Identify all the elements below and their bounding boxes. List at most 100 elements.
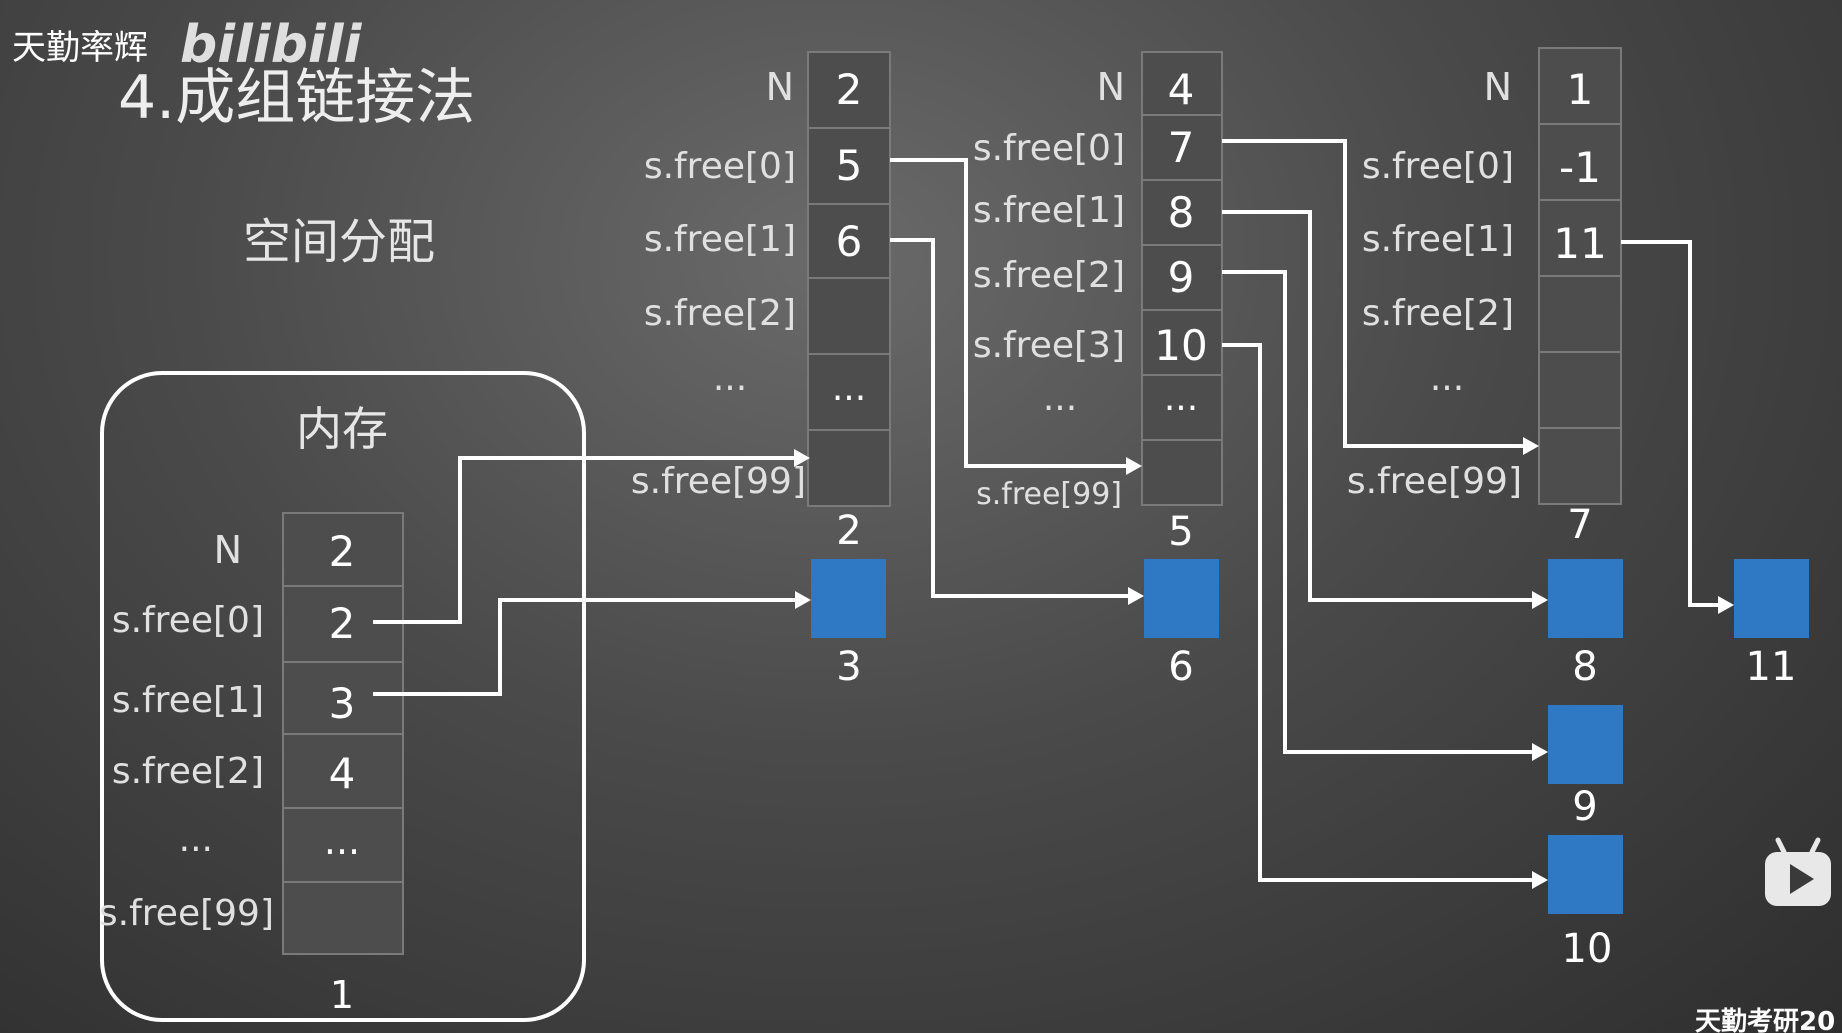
table-value: -1 — [1559, 143, 1601, 192]
channel-watermark: 天勤率辉 — [12, 28, 148, 68]
table-cell — [1141, 374, 1223, 441]
play-icon — [1790, 864, 1814, 894]
memory-cell — [282, 661, 404, 735]
table-block-number: 5 — [1168, 509, 1193, 555]
table-cell — [807, 127, 891, 205]
table-cell — [1141, 114, 1223, 181]
arrowhead — [1126, 457, 1142, 475]
table-cell — [1538, 427, 1622, 505]
table-value: 9 — [1168, 253, 1195, 302]
free-block-number: 11 — [1746, 644, 1797, 690]
free-block — [1548, 559, 1623, 638]
table-value: 10 — [1154, 321, 1207, 370]
table-cell — [807, 277, 891, 355]
arrow-memory-to-block-2 — [373, 456, 798, 624]
table-value: 2 — [836, 65, 863, 114]
memory-row-label: s.free[1] — [112, 680, 264, 721]
table-value: 6 — [836, 217, 863, 266]
table-value: 5 — [836, 141, 863, 190]
pointer-arrows — [373, 139, 1734, 889]
table-block-number: 2 — [836, 508, 861, 554]
table-row-label: s.free[3] — [973, 325, 1125, 366]
table-row-label: s.free[2] — [1362, 293, 1514, 334]
slide-subtitle: 空间分配 — [243, 214, 435, 270]
memory-row-label: ... — [179, 819, 213, 860]
table-cell — [807, 353, 891, 431]
table-cell — [1141, 244, 1223, 311]
table-row-label: ... — [713, 358, 747, 399]
arrow-block-5-to-block-8 — [1222, 210, 1536, 602]
table-row-label: s.free[0] — [973, 128, 1125, 169]
free-block-number: 8 — [1572, 644, 1597, 690]
table-row-label: s.free[99] — [976, 477, 1122, 512]
memory-cell — [282, 881, 404, 955]
table-cell — [1538, 123, 1622, 201]
free-block-number: 3 — [836, 644, 861, 690]
arrow-block-5-to-block-7 — [1222, 139, 1527, 448]
arrow-block-5-to-block-9 — [1222, 270, 1536, 754]
free-table-block-5: 4 7 8 9 10 ... N s.free[0] s.free[1] s.f… — [973, 51, 1223, 555]
table-value: 4 — [1168, 65, 1195, 114]
free-block-number: 9 — [1572, 784, 1597, 830]
arrow-block-2-to-block-6 — [890, 238, 1132, 598]
table-row-label: N — [1484, 65, 1512, 109]
arrow-block-7-to-block-11 — [1621, 240, 1722, 607]
free-table-block-2: 2 5 6 ... N s.free[0] s.free[1] s.free[2… — [631, 51, 891, 554]
table-row-label: s.free[99] — [1347, 461, 1522, 502]
table-block-number: 7 — [1567, 502, 1592, 548]
memory-row-label: s.free[0] — [112, 600, 264, 641]
memory-label: 内存 — [296, 402, 388, 456]
table-cell — [1538, 275, 1622, 353]
table-value: 1 — [1567, 65, 1594, 114]
table-value: 7 — [1168, 123, 1195, 172]
memory-value: 4 — [329, 749, 356, 798]
free-table-block-7: 1 -1 11 N s.free[0] s.free[1] s.free[2] … — [1347, 47, 1622, 548]
table-row-label: N — [766, 65, 794, 109]
memory-value: ... — [324, 819, 360, 863]
footer-watermark: 天勤考研20 — [1695, 1007, 1835, 1033]
arrowhead — [1532, 871, 1548, 889]
bilibili-logo: bilibili — [180, 15, 363, 75]
free-blocks: 3 6 8 11 9 10 — [811, 559, 1809, 972]
arrowhead — [1523, 437, 1539, 455]
table-row-label: ... — [1043, 378, 1077, 419]
free-block — [1734, 559, 1809, 638]
tv-antenna — [1809, 837, 1821, 855]
table-row-label: s.free[2] — [644, 293, 796, 334]
memory-cell — [282, 807, 404, 883]
arrowhead — [1532, 743, 1548, 761]
table-row-label: ... — [1430, 358, 1464, 399]
play-badge[interactable] — [1765, 837, 1831, 906]
arrow-block-5-to-block-10 — [1222, 343, 1536, 882]
slide-title: 4.成组链接法 — [118, 63, 475, 133]
free-block-number: 10 — [1562, 926, 1613, 972]
table-row-label: s.free[1] — [644, 219, 796, 260]
arrowhead — [1128, 587, 1144, 605]
table-row-label: N — [1097, 65, 1125, 109]
arrowhead — [794, 449, 810, 467]
free-block-number: 6 — [1168, 644, 1193, 690]
table-cell — [807, 429, 891, 507]
table-value: ... — [832, 368, 866, 409]
memory-table: 2 2 3 4 ... N s.free[0] s.free[1] s.free… — [99, 512, 404, 1017]
arrowhead — [1532, 591, 1548, 609]
memory-value: 3 — [329, 679, 356, 728]
arrowhead — [795, 591, 811, 609]
table-cell — [1141, 439, 1223, 506]
table-row-label: s.free[1] — [973, 190, 1125, 231]
table-row-label: s.free[0] — [1362, 146, 1514, 187]
table-row-label: s.free[0] — [644, 146, 796, 187]
table-value: ... — [1164, 378, 1198, 419]
memory-cell — [282, 512, 404, 587]
free-block — [811, 559, 886, 638]
table-row-label: s.free[2] — [973, 255, 1125, 296]
table-value: 11 — [1553, 219, 1606, 268]
arrowhead — [1718, 596, 1734, 614]
table-cell — [1538, 351, 1622, 429]
table-cell — [1538, 199, 1622, 277]
arrow-block-2-to-block-5 — [890, 158, 1130, 468]
memory-block-number: 1 — [330, 973, 354, 1017]
table-cell — [1538, 47, 1622, 125]
arrow-memory-to-block-3 — [373, 598, 799, 696]
